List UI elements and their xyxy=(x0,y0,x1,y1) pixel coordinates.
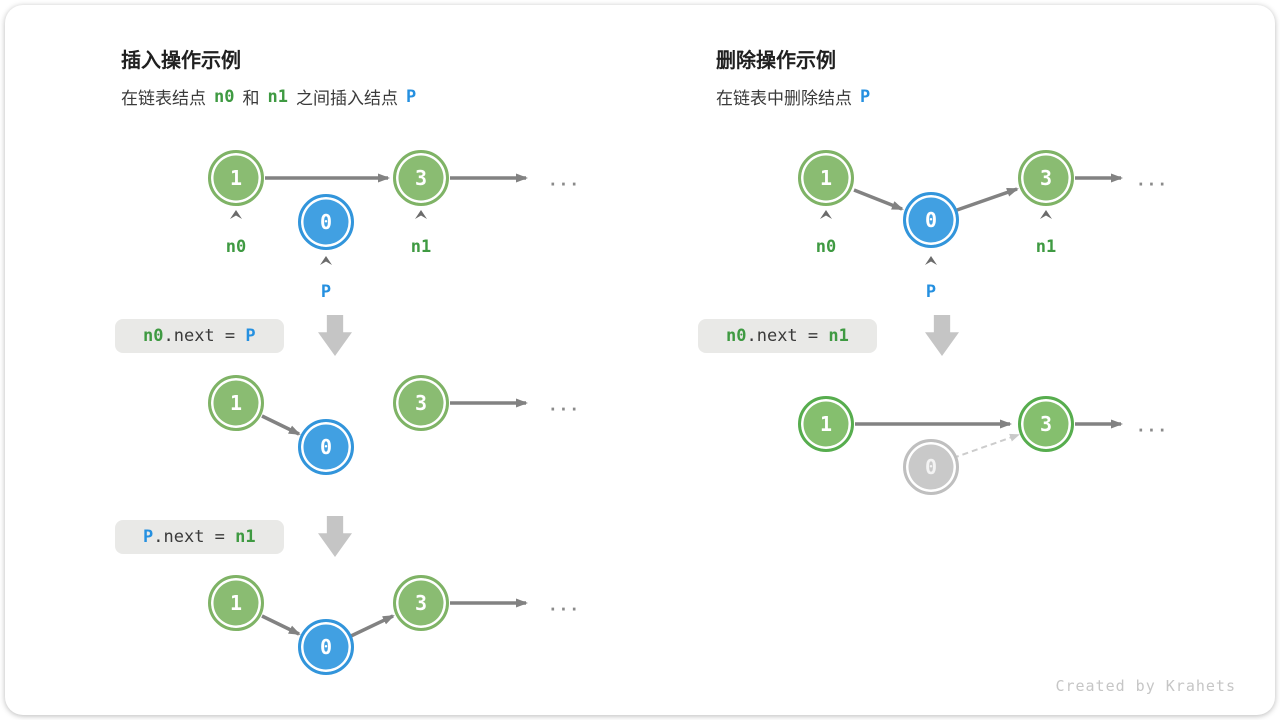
label-n1: n1 xyxy=(410,237,432,257)
code-op: .next = xyxy=(163,326,246,346)
code-rhs: P xyxy=(245,326,256,346)
insert0-node-1: 1 xyxy=(208,150,264,206)
subtitle-code-p: P xyxy=(405,86,417,107)
insert-panel-subtitle: 在链表结点 n0 和 n1 之间插入结点 P xyxy=(121,84,416,109)
delete1-node-3: 3 xyxy=(1018,396,1074,452)
code-delete-step1: n0.next = n1 xyxy=(698,319,877,353)
insert1-node-0: 0 xyxy=(298,419,354,475)
subtitle-code-n1: n1 xyxy=(267,86,288,107)
insert-panel-title: 插入操作示例 xyxy=(121,50,241,72)
delete0-node-3: 3 xyxy=(1018,150,1074,206)
ellipsis: ... xyxy=(548,595,580,615)
delete-panel-title: 删除操作示例 xyxy=(716,50,836,72)
code-insert-step1: n0.next = P xyxy=(115,319,284,353)
label-p: P xyxy=(925,282,937,302)
subtitle-text: 在链表结点 xyxy=(121,89,206,108)
code-op: .next = xyxy=(153,527,236,547)
subtitle-code-n0: n0 xyxy=(214,86,235,107)
delete0-node-0: 0 xyxy=(903,192,959,248)
delete1-node-1: 1 xyxy=(798,396,854,452)
subtitle-text: 之间插入结点 xyxy=(295,89,398,108)
insert2-node-0: 0 xyxy=(298,619,354,675)
subtitle-text: 在链表中删除结点 xyxy=(716,89,852,108)
code-insert-step2: P.next = n1 xyxy=(115,520,284,554)
insert0-node-0: 0 xyxy=(298,194,354,250)
delete1-node-0-removed: 0 xyxy=(903,439,959,495)
label-n1: n1 xyxy=(1035,237,1057,257)
delete-panel-subtitle: 在链表中删除结点 P xyxy=(716,84,870,109)
watermark: Created by Krahets xyxy=(1055,677,1236,695)
code-rhs: n1 xyxy=(235,527,256,547)
delete0-node-1: 1 xyxy=(798,150,854,206)
code-rhs: n1 xyxy=(828,326,849,346)
insert2-node-3: 3 xyxy=(393,575,449,631)
label-n0: n0 xyxy=(225,237,247,257)
code-op: .next = xyxy=(746,326,829,346)
insert0-node-3: 3 xyxy=(393,150,449,206)
subtitle-code-p: P xyxy=(860,86,871,107)
insert1-node-3: 3 xyxy=(393,375,449,431)
label-p: P xyxy=(320,282,332,302)
ellipsis: ... xyxy=(548,395,580,415)
label-n0: n0 xyxy=(815,237,837,257)
insert1-node-1: 1 xyxy=(208,375,264,431)
ellipsis: ... xyxy=(548,170,580,190)
subtitle-text: 和 xyxy=(242,89,260,108)
diagram-card xyxy=(5,5,1275,715)
ellipsis: ... xyxy=(1136,416,1168,436)
code-lhs: n0 xyxy=(726,326,747,346)
code-lhs: P xyxy=(143,527,154,547)
insert2-node-1: 1 xyxy=(208,575,264,631)
code-lhs: n0 xyxy=(143,326,164,346)
ellipsis: ... xyxy=(1136,170,1168,190)
